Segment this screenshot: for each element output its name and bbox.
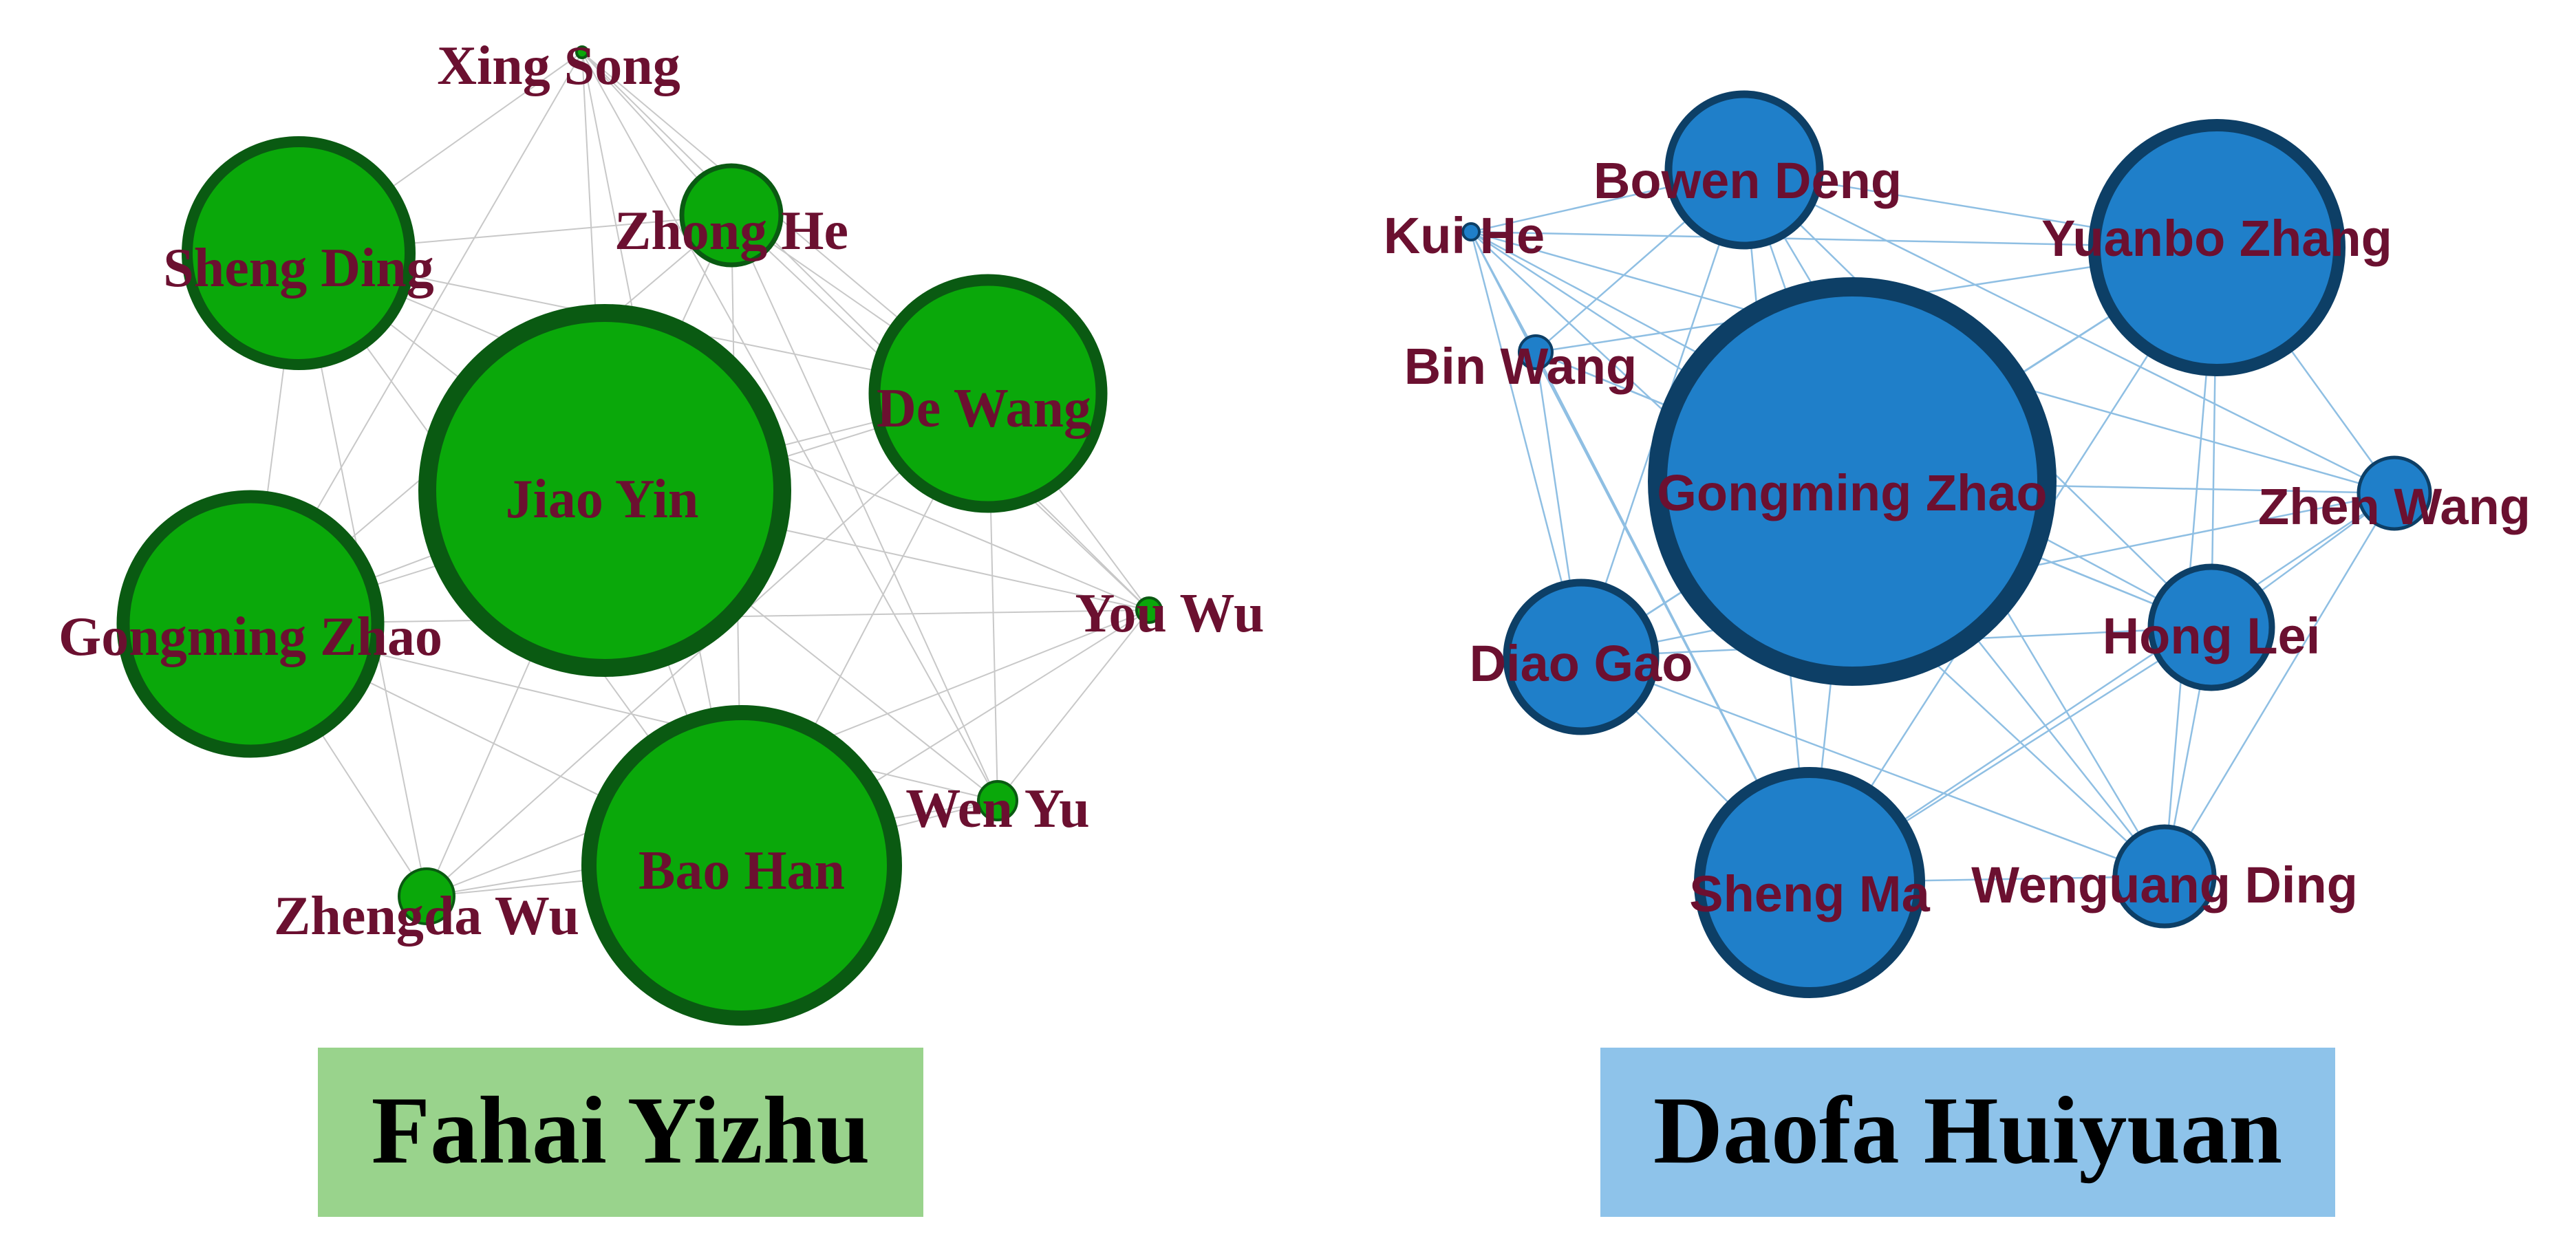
label-hong-lei: Hong Lei [2103, 607, 2321, 664]
node-gongming-zhao[interactable] [1648, 277, 2057, 686]
edge-zhen-wang-wenguang-ding [2163, 493, 2396, 877]
node-xing-song[interactable] [575, 45, 589, 59]
node-hong-lei[interactable] [2147, 563, 2275, 691]
node-kui-he[interactable] [1461, 222, 1481, 241]
label-sheng-ding: Sheng Ding [163, 238, 433, 299]
label-bao-han: Bao Han [638, 841, 845, 901]
left-caption-text: Fahai Yizhu [372, 1077, 870, 1184]
label-yuanbo-zhang: Yuanbo Zhang [2041, 210, 2392, 267]
right-caption-text: Daofa Huiyuan [1653, 1077, 2282, 1184]
node-zhong-he[interactable] [679, 163, 784, 268]
left-caption: Fahai Yizhu [318, 1048, 923, 1217]
node-gongming-zhao[interactable] [116, 490, 385, 758]
label-de-wang: De Wang [877, 378, 1091, 439]
label-diao-gao: Diao Gao [1470, 635, 1693, 692]
label-wen-yu: Wen Yu [905, 779, 1090, 839]
label-zhen-wang: Zhen Wang [2258, 478, 2531, 535]
edge-zhen-wang-sheng-ma [1809, 492, 2395, 884]
right-node-layer [1461, 90, 2432, 998]
node-zhen-wang[interactable] [2357, 455, 2432, 531]
edge-xing-song-wen-yu [581, 52, 998, 801]
label-bin-wang: Bin Wang [1404, 338, 1637, 395]
node-diao-gao[interactable] [1503, 579, 1660, 735]
node-bin-wang[interactable] [1518, 334, 1554, 370]
node-bowen-deng[interactable] [1664, 90, 1824, 250]
node-sheng-ding[interactable] [182, 136, 416, 370]
label-zhong-he: Zhong He [614, 201, 848, 261]
edge-zhong-he-wen-yu [731, 215, 998, 801]
node-jiao-yin[interactable] [418, 304, 791, 677]
label-sheng-ma: Sheng Ma [1689, 865, 1930, 922]
right-caption: Daofa Huiyuan [1600, 1048, 2335, 1217]
label-jiao-yin: Jiao Yin [506, 469, 699, 530]
node-you-wu[interactable] [1135, 596, 1163, 624]
node-de-wang[interactable] [868, 274, 1108, 513]
edge-diao-gao-wenguang-ding [1580, 656, 2165, 878]
edge-you-wu-wen-yu [997, 609, 1150, 801]
label-wenguang-ding: Wenguang Ding [1971, 856, 2358, 914]
label-kui-he: Kui He [1384, 207, 1545, 264]
left-node-layer [116, 45, 1163, 1026]
left-caption-background [318, 1048, 923, 1217]
edge-xing-song-you-wu [581, 52, 1150, 611]
node-wenguang-ding[interactable] [2112, 824, 2217, 929]
label-zhengda-wu: Zhengda Wu [274, 886, 579, 947]
node-yuanbo-zhang[interactable] [2088, 119, 2346, 376]
label-you-wu: You Wu [1075, 583, 1265, 644]
label-xing-song: Xing Song [437, 36, 680, 96]
label-bowen-deng: Bowen Deng [1593, 152, 1902, 209]
node-wen-yu[interactable] [977, 780, 1018, 821]
label-gongming-zhao: Gongming Zhao [58, 607, 442, 667]
node-zhengda-wu[interactable] [398, 867, 455, 925]
node-sheng-ma[interactable] [1694, 767, 1925, 998]
right-caption-background [1600, 1048, 2335, 1217]
label-gongming-zhao: Gongming Zhao [1657, 464, 2047, 521]
edge-bowen-deng-zhen-wang [1743, 169, 2395, 495]
node-bao-han[interactable] [581, 705, 902, 1026]
